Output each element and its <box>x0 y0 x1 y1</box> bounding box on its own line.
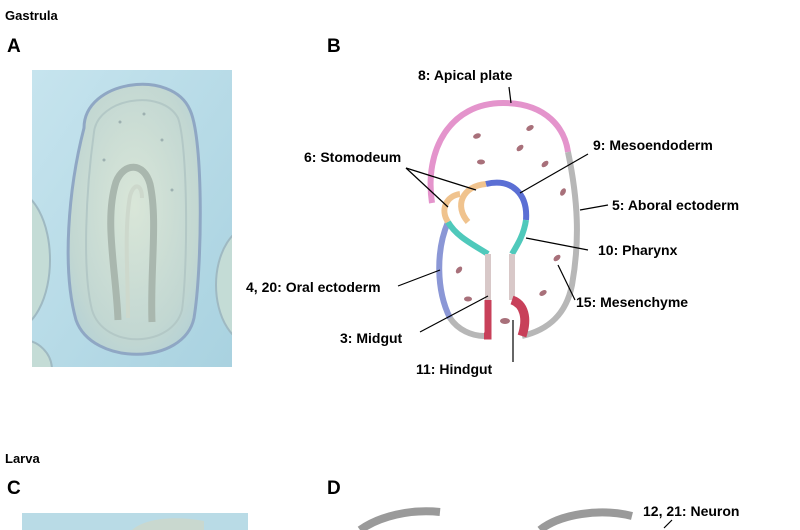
mesenchyme-cells <box>455 125 566 324</box>
label-apical-plate: 8: Apical plate <box>418 67 513 83</box>
hindgut-left <box>484 300 492 340</box>
larva-micrograph-drawing <box>22 513 248 530</box>
label-oral-ectoderm: 4, 20: Oral ectoderm <box>246 279 381 295</box>
neuron-leader-line <box>663 519 673 529</box>
label-mesoendoderm: 9: Mesoendoderm <box>593 137 713 153</box>
mesoendoderm-segment <box>485 179 530 221</box>
aboral-ectoderm-lower-left <box>447 316 485 339</box>
apical-plate-segment <box>427 99 571 204</box>
pharynx-right <box>509 219 529 256</box>
section-title-larva: Larva <box>5 451 40 466</box>
section-title-gastrula: Gastrula <box>5 8 58 23</box>
panel-label-b: B <box>327 36 341 57</box>
aboral-ectoderm-segment <box>521 151 580 339</box>
leader-lines <box>397 86 609 362</box>
panel-label-a: A <box>7 36 21 57</box>
larva-outline-right <box>537 508 633 530</box>
gastrula-micrograph-drawing <box>32 70 232 367</box>
panel-label-c: C <box>7 478 21 499</box>
label-stomodeum: 6: Stomodeum <box>304 149 401 165</box>
hindgut-right <box>510 295 530 338</box>
stomodeum-inner <box>458 181 487 224</box>
label-pharynx: 10: Pharynx <box>598 242 678 258</box>
larva-outline-left <box>357 507 441 530</box>
label-hindgut: 11: Hindgut <box>416 361 493 377</box>
larva-micrograph <box>22 513 248 530</box>
label-neuron: 12, 21: Neuron <box>643 503 739 519</box>
label-aboral-ectoderm: 5: Aboral ectoderm <box>612 197 739 213</box>
label-mesenchyme: 15: Mesenchyme <box>576 294 688 310</box>
label-midgut: 3: Midgut <box>340 330 403 346</box>
panel-label-d: D <box>327 478 341 499</box>
pharynx-left <box>445 220 490 257</box>
gastrula-micrograph <box>32 70 232 367</box>
